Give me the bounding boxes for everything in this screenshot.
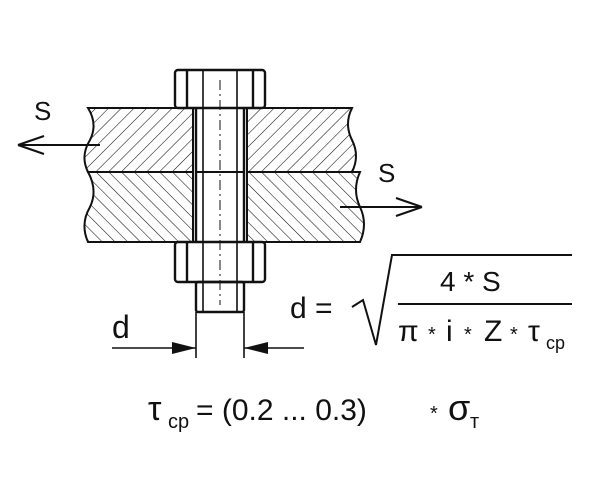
formula-sigma-symbol: σ: [448, 387, 470, 428]
formula-tau-mult: *: [430, 403, 438, 425]
denominator-tau-subscript: cp: [546, 333, 565, 353]
formula-tau: τ cp = (0.2 ... 0.3) * σ т: [148, 387, 479, 433]
denominator-mult-3: *: [510, 324, 518, 346]
formula-tau-subscript: cp: [168, 411, 189, 433]
denominator-mult-1: *: [428, 324, 436, 346]
dimension-line: [112, 312, 304, 358]
formula-d: d = 4 * S π * i * Z * τ cp: [290, 254, 572, 353]
formula-tau-symbol: τ: [148, 390, 162, 428]
formula-d-numerator: 4 * S: [440, 266, 501, 297]
denominator-tau: τ: [528, 315, 540, 348]
formula-d-lhs: d =: [290, 292, 333, 325]
formula-sigma-subscript: т: [470, 411, 479, 433]
denominator-mult-2: *: [464, 324, 472, 346]
bolt-shank: [194, 80, 246, 305]
force-arrow-right: [340, 197, 423, 217]
force-label-right: S: [378, 158, 395, 188]
upper-plate: [83, 107, 357, 173]
square-root-sign: [351, 254, 572, 346]
denominator-i: i: [446, 315, 453, 348]
bolt-end: [194, 280, 246, 314]
dimension-label: d: [112, 309, 130, 345]
denominator-pi: π: [398, 315, 419, 348]
force-arrow-left: [17, 135, 100, 155]
formula-tau-rhs: = (0.2 ... 0.3): [196, 394, 367, 427]
denominator-z: Z: [484, 315, 502, 348]
lower-plate: [83, 171, 365, 243]
nut: [173, 240, 267, 284]
force-label-left: S: [34, 96, 51, 126]
